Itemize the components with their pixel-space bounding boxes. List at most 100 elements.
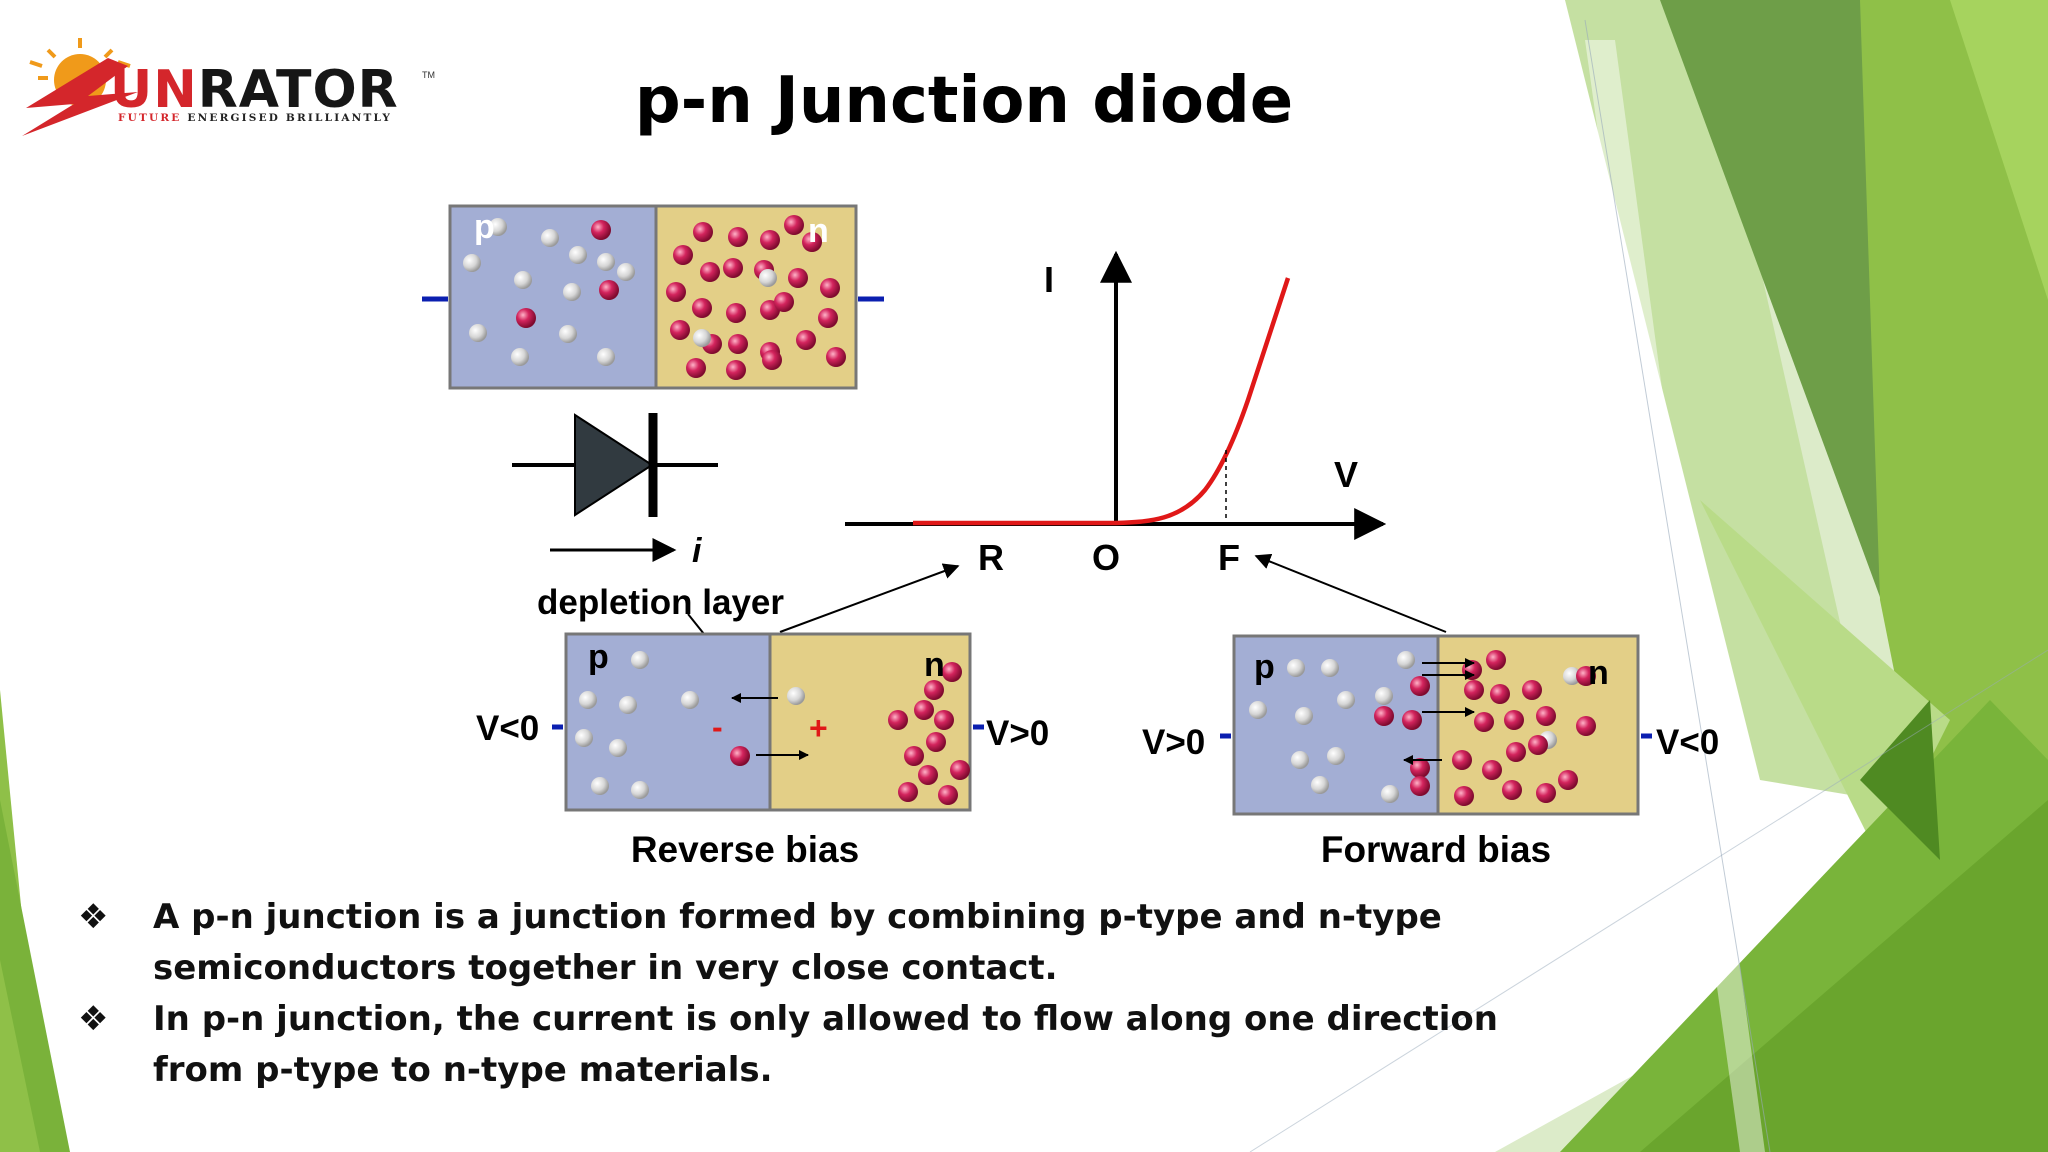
hole-particle [609, 739, 627, 757]
forward-bias-block: p n V>0 V<0 Forward bias [1142, 634, 1719, 870]
electron-particle [918, 765, 938, 785]
hole-particle [575, 729, 593, 747]
electron-particle [599, 280, 619, 300]
electron-particle [591, 220, 611, 240]
n-label: n [1588, 654, 1609, 692]
bullet-item: ❖ A p-n junction is a junction formed by… [78, 892, 1518, 994]
electron-particle [788, 268, 808, 288]
electron-particle [914, 700, 934, 720]
company-logo: UNRATOR TM FUTURE ENERGISED BRILLIANTLY [18, 30, 438, 145]
current-label: i [692, 532, 703, 570]
n-region [654, 204, 858, 390]
electron-particle [1536, 706, 1556, 726]
logo-tagline: FUTURE ENERGISED BRILLIANTLY [118, 112, 393, 124]
forward-bias-caption: Forward bias [1321, 829, 1551, 870]
hole-particle [559, 325, 577, 343]
electron-particle [762, 350, 782, 370]
reverse-bias-block: p n - + V<0 V>0 Reverse bias [476, 632, 1049, 870]
electron-particle [1410, 758, 1430, 778]
electron-particle [700, 262, 720, 282]
electron-particle [1474, 712, 1494, 732]
electron-particle [1536, 783, 1556, 803]
reverse-bias-caption: Reverse bias [631, 829, 859, 870]
electron-particle [1576, 716, 1596, 736]
negative-charge-sign: - [712, 709, 723, 745]
hole-particle [693, 329, 711, 347]
electron-particle [1504, 710, 1524, 730]
hole-particle [514, 271, 532, 289]
hole-particle [1381, 785, 1399, 803]
electron-particle [888, 710, 908, 730]
electron-particle [723, 258, 743, 278]
diode-symbol [512, 413, 718, 517]
hole-particle [1397, 651, 1415, 669]
electron-particle [1528, 735, 1548, 755]
hole-particle [631, 651, 649, 669]
electron-particle [666, 282, 686, 302]
hole-particle [1311, 776, 1329, 794]
bullet-text: A p-n junction is a junction formed by c… [153, 897, 1442, 988]
right-voltage-label: V<0 [1656, 723, 1719, 762]
electron-particle [942, 662, 962, 682]
hole-particle [469, 324, 487, 342]
electron-particle [693, 222, 713, 242]
electron-particle [1522, 680, 1542, 700]
electron-particle [1576, 666, 1596, 686]
electron-particle [820, 278, 840, 298]
reverse-pointer-arrow [779, 563, 960, 633]
bullet-list: ❖ A p-n junction is a junction formed by… [78, 892, 1518, 1096]
electron-particle [516, 308, 536, 328]
electron-particle [818, 308, 838, 328]
electron-particle [826, 347, 846, 367]
logo-trademark: TM [422, 70, 435, 80]
hole-particle [569, 246, 587, 264]
v-axis-label: V [1334, 454, 1358, 495]
hole-particle [619, 696, 637, 714]
hole-particle [1287, 659, 1305, 677]
electron-particle [726, 303, 746, 323]
electron-particle [1410, 676, 1430, 696]
left-voltage-label: V<0 [476, 709, 539, 748]
electron-particle [673, 245, 693, 265]
i-axis-label: I [1044, 259, 1054, 300]
p-label: p [474, 208, 495, 246]
electron-particle [1502, 780, 1522, 800]
electron-particle [1410, 776, 1430, 796]
electron-particle [726, 360, 746, 380]
p-label: p [588, 638, 609, 676]
electron-particle [670, 320, 690, 340]
hole-particle [787, 687, 805, 705]
hole-particle [597, 348, 615, 366]
diamond-bullet-icon: ❖ [78, 897, 109, 937]
electron-particle [784, 215, 804, 235]
electron-particle [950, 760, 970, 780]
hole-particle [759, 269, 777, 287]
hole-particle [463, 254, 481, 272]
hole-particle [1291, 751, 1309, 769]
hole-particle [631, 781, 649, 799]
diamond-bullet-icon: ❖ [78, 999, 109, 1039]
n-label: n [924, 646, 945, 684]
hole-particle [1337, 691, 1355, 709]
p-label: p [1254, 648, 1275, 686]
electron-particle [1452, 750, 1472, 770]
hole-particle [1375, 687, 1393, 705]
electron-particle [686, 358, 706, 378]
hole-particle [681, 691, 699, 709]
sun-bolt-icon [22, 38, 138, 136]
positive-charge-sign: + [809, 710, 828, 746]
depletion-layer-label: depletion layer [537, 583, 784, 622]
electron-particle [1482, 760, 1502, 780]
forward-pointer-arrow [1254, 553, 1447, 633]
electron-particle [796, 330, 816, 350]
junction-block-top: p n [422, 204, 884, 390]
electron-particle [1402, 710, 1422, 730]
hole-particle [1327, 747, 1345, 765]
iv-characteristic: I V R O F [845, 250, 1387, 578]
electron-particle [728, 227, 748, 247]
tick-r: R [978, 537, 1004, 578]
electron-particle [1558, 770, 1578, 790]
logo-wordmark: UNRATOR [110, 60, 399, 120]
electron-particle [934, 710, 954, 730]
